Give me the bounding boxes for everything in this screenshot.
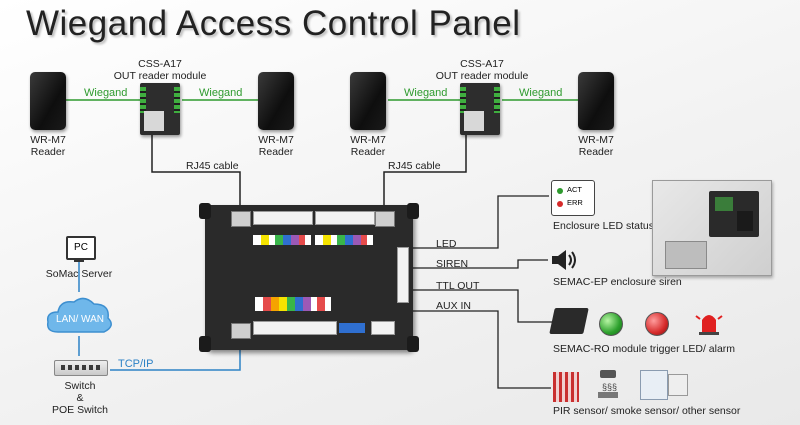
output-led-label: LED (436, 238, 457, 250)
ethernet-port (231, 323, 251, 339)
switch-caption: Switch & POE Switch (44, 380, 116, 416)
css-a17-module-1 (140, 83, 180, 135)
red-led-icon (645, 312, 669, 336)
rj45-port-2 (375, 211, 395, 227)
switch-caption-line1: Switch (64, 380, 96, 392)
cloud-label: LAN/ WAN (56, 314, 104, 325)
rj45-label-2: RJ45 cable (388, 160, 441, 172)
switch-caption-line3: POE Switch (51, 404, 109, 416)
terminal-block-top-1 (253, 211, 313, 225)
wr-m7-reader-3 (350, 72, 386, 130)
rj45-label-1: RJ45 cable (186, 160, 239, 172)
module-name: CSS-A17 (460, 58, 504, 70)
pc-caption: SoMac Server (45, 268, 113, 280)
other-sensor-icon (668, 374, 688, 396)
wire-strip-3 (255, 297, 331, 311)
ttl-out-wire (413, 289, 552, 323)
switch-icon (54, 360, 108, 376)
output-ttl-out-label: TTL OUT (436, 280, 480, 292)
terminal-block-bottom-1 (253, 321, 337, 335)
reader-2-label: WR-M7 Reader (246, 134, 306, 158)
sensor-caption: PIR sensor/ smoke sensor/ other sensor (553, 405, 741, 417)
terminal-block-bottom-2 (371, 321, 395, 335)
keypad-sensor-icon (640, 370, 668, 400)
rj45-cable-1 (151, 135, 241, 210)
reader-1-label: WR-M7 Reader (18, 134, 78, 158)
output-terminals (397, 247, 409, 303)
wire-strip-1 (253, 235, 311, 245)
reader-type: Reader (30, 146, 66, 158)
reader-4-label: WR-M7 Reader (566, 134, 626, 158)
wiegand-label-4: Wiegand (519, 87, 563, 99)
tcpip-line (110, 342, 241, 371)
reader-model: WR-M7 (258, 134, 294, 146)
reader-3-label: WR-M7 Reader (338, 134, 398, 158)
reader-model: WR-M7 (578, 134, 614, 146)
terminal-block-top-2 (315, 211, 375, 225)
err-led-icon (557, 201, 563, 207)
act-label: ACT (567, 185, 582, 194)
wr-m7-reader-4 (578, 72, 614, 130)
siren-caption: SEMAC-EP enclosure siren (553, 276, 682, 288)
wire-strip-2 (315, 235, 373, 245)
led-wire (413, 195, 549, 249)
semac-ro-module-icon (549, 308, 589, 334)
reader-type: Reader (350, 146, 386, 158)
alarm-light-icon (695, 315, 723, 335)
access-control-panel (199, 203, 419, 352)
module-desc: OUT reader module (435, 70, 529, 82)
module-2-label: CSS-A17 OUT reader module (432, 58, 532, 82)
reader-model: WR-M7 (350, 134, 386, 146)
siren-icon (552, 250, 576, 270)
rj45-port-1 (231, 211, 251, 227)
wiegand-label-2: Wiegand (199, 87, 243, 99)
smoke-sensor-icon: §§§ (596, 370, 620, 400)
wr-m7-reader-2 (258, 72, 294, 130)
dip-switch (339, 323, 365, 333)
module-desc: OUT reader module (113, 70, 207, 82)
err-label: ERR (567, 198, 583, 207)
pc-icon: PC (66, 236, 96, 260)
module-1-label: CSS-A17 OUT reader module (110, 58, 210, 82)
ro-caption: SEMAC-RO module trigger LED/ alarm (553, 343, 736, 355)
tcpip-label: TCP/IP (118, 358, 154, 370)
rj45-cable-2 (383, 135, 467, 210)
output-siren-label: SIREN (436, 258, 469, 270)
output-aux-in-label: AUX IN (436, 300, 472, 312)
enclosure-led-caption: Enclosure LED status (553, 220, 654, 232)
siren-wire (413, 259, 548, 269)
act-led-icon (557, 188, 563, 194)
enclosure-image (652, 180, 772, 276)
reader-type: Reader (258, 146, 294, 158)
enclosure-led-status: ACT ERR (551, 180, 595, 216)
module-name: CSS-A17 (138, 58, 182, 70)
cloud-icon (46, 297, 112, 333)
css-a17-module-2 (460, 83, 500, 135)
wiegand-label-1: Wiegand (84, 87, 128, 99)
reader-model: WR-M7 (30, 134, 66, 146)
page-title: Wiegand Access Control Panel (26, 4, 521, 43)
pir-sensor-icon (553, 372, 579, 402)
reader-type: Reader (578, 146, 614, 158)
green-led-icon (599, 312, 623, 336)
wiegand-label-3: Wiegand (404, 87, 448, 99)
aux-in-wire (413, 310, 551, 389)
wr-m7-reader-1 (30, 72, 66, 130)
switch-caption-line2: & (76, 392, 84, 404)
